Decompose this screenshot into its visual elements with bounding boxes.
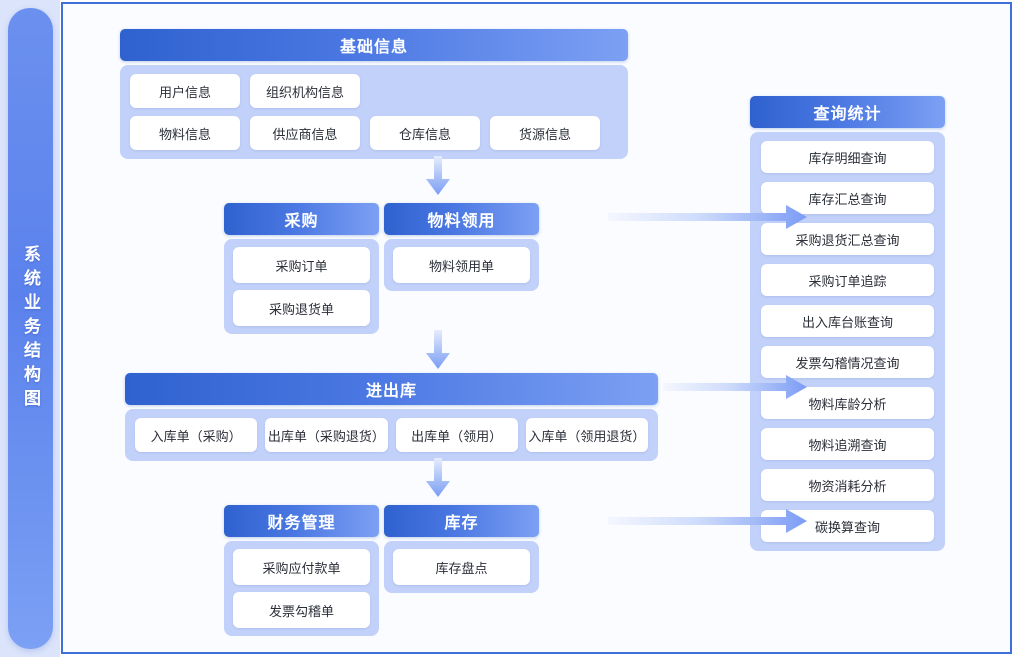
group-query-statistics: 查询统计 库存明细查询 库存汇总查询 采购退货汇总查询 采购订单追踪 出入库台账… [750, 96, 945, 551]
arrow-right-icon-finance-to-query [608, 507, 808, 535]
group-finance-management: 财务管理 采购应付款单 发票勾稽单 [224, 505, 379, 636]
group-body-basic-info: 用户信息 组织机构信息 物料信息 供应商信息 仓库信息 货源信息 [120, 65, 628, 159]
item-org-info[interactable]: 组织机构信息 [250, 74, 360, 108]
item-material-consumption-analysis[interactable]: 物资消耗分析 [761, 469, 934, 501]
item-outbound-requisition[interactable]: 出库单（领用） [395, 418, 518, 452]
item-user-info[interactable]: 用户信息 [130, 74, 240, 108]
item-inbound-requisition-return[interactable]: 入库单（领用退货） [525, 418, 648, 452]
group-header-finance-management: 财务管理 [224, 505, 379, 537]
sidebar-title-bar: 系统业务结构图 [8, 8, 53, 649]
item-supplier-info[interactable]: 供应商信息 [250, 116, 360, 150]
item-inbound-purchase[interactable]: 入库单（采购） [135, 418, 258, 452]
item-purchase-order[interactable]: 采购订单 [233, 247, 370, 283]
group-header-purchase: 采购 [224, 203, 379, 235]
group-inventory: 库存 库存盘点 [384, 505, 539, 593]
arrow-down-icon-purchase-to-inout [425, 330, 451, 370]
group-material-requisition: 物料领用 物料领用单 [384, 203, 539, 291]
arrow-right-icon-purchase-to-query [608, 203, 808, 231]
group-header-inventory: 库存 [384, 505, 539, 537]
group-body-finance-management: 采购应付款单 发票勾稽单 [224, 541, 379, 636]
item-source-info[interactable]: 货源信息 [490, 116, 600, 150]
item-invoice-reconciliation-query[interactable]: 发票勾稽情况查询 [761, 346, 934, 378]
item-material-age-analysis[interactable]: 物料库龄分析 [761, 387, 934, 419]
group-body-query-statistics: 库存明细查询 库存汇总查询 采购退货汇总查询 采购订单追踪 出入库台账查询 发票… [750, 132, 945, 551]
item-inventory-detail-query[interactable]: 库存明细查询 [761, 141, 934, 173]
group-body-inventory: 库存盘点 [384, 541, 539, 593]
group-basic-info: 基础信息 用户信息 组织机构信息 物料信息 供应商信息 仓库信息 货源信息 [120, 29, 628, 159]
group-header-query-statistics: 查询统计 [750, 96, 945, 128]
item-inout-ledger-query[interactable]: 出入库台账查询 [761, 305, 934, 337]
item-material-trace-query[interactable]: 物料追溯查询 [761, 428, 934, 460]
item-purchase-return-summary-query[interactable]: 采购退货汇总查询 [761, 223, 934, 255]
item-invoice-reconciliation[interactable]: 发票勾稽单 [233, 592, 370, 628]
diagram-panel: 基础信息 用户信息 组织机构信息 物料信息 供应商信息 仓库信息 货源信息 采购… [61, 2, 1012, 654]
group-header-material-requisition: 物料领用 [384, 203, 539, 235]
item-material-info[interactable]: 物料信息 [130, 116, 240, 150]
diagram-vertical-title: 系统业务结构图 [21, 244, 40, 413]
arrow-right-icon-inout-to-query [663, 373, 808, 401]
group-body-material-requisition: 物料领用单 [384, 239, 539, 291]
group-body-purchase: 采购订单 采购退货单 [224, 239, 379, 334]
item-outbound-purchase-return[interactable]: 出库单（采购退货） [265, 418, 388, 452]
item-purchase-return[interactable]: 采购退货单 [233, 290, 370, 326]
item-purchase-order-tracking[interactable]: 采购订单追踪 [761, 264, 934, 296]
item-requisition-form[interactable]: 物料领用单 [393, 247, 530, 283]
group-body-inbound-outbound: 入库单（采购） 出库单（采购退货） 出库单（领用） 入库单（领用退货） [125, 409, 658, 461]
group-inbound-outbound: 进出库 入库单（采购） 出库单（采购退货） 出库单（领用） 入库单（领用退货） [125, 373, 658, 461]
group-header-basic-info: 基础信息 [120, 29, 628, 61]
group-header-inbound-outbound: 进出库 [125, 373, 658, 405]
item-inventory-count[interactable]: 库存盘点 [393, 549, 530, 585]
arrow-down-icon-inout-to-finance [425, 458, 451, 498]
item-warehouse-info[interactable]: 仓库信息 [370, 116, 480, 150]
arrow-down-icon-basic-to-purchase [425, 156, 451, 196]
group-purchase: 采购 采购订单 采购退货单 [224, 203, 379, 334]
item-purchase-payable[interactable]: 采购应付款单 [233, 549, 370, 585]
